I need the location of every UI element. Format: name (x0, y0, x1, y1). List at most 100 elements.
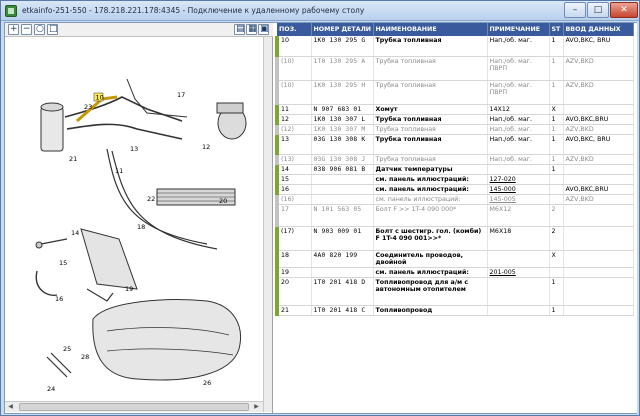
cell-position-text: 10 (281, 37, 290, 44)
minimize-button[interactable]: – (564, 2, 586, 18)
cell-note-text: Нап./об. маг. (489, 37, 533, 44)
cell-description-text: Трубка топливная (375, 37, 442, 44)
column-header-st[interactable]: ST (549, 23, 564, 36)
cell-description-text: Болт с шестигр. гол. (комби) F 1T-4 090 … (375, 227, 482, 242)
callout-26[interactable]: 26 (203, 379, 211, 387)
cell-part-number: 1T0 130 295 A (311, 56, 374, 81)
horizontal-scroll-thumb[interactable] (19, 403, 249, 411)
callout-22[interactable]: 22 (147, 195, 155, 203)
callout-15[interactable]: 15 (59, 259, 67, 267)
callout-23[interactable]: 23 (84, 103, 92, 111)
copy-icon: ▦ (248, 24, 257, 34)
cell-note-text[interactable]: 145-000 (489, 185, 516, 193)
illustration-vertical-scrollbar[interactable] (263, 37, 272, 412)
column-header-part-number[interactable]: НОМЕР ДЕТАЛИ (311, 23, 374, 36)
cell-st-text: X (551, 251, 556, 259)
callout-17[interactable]: 17 (177, 91, 185, 99)
cell-st-text: X (551, 105, 556, 113)
callout-24[interactable]: 24 (47, 385, 55, 393)
callout-20[interactable]: 20 (219, 197, 227, 205)
column-header-description[interactable]: НАИМЕНОВАНИЕ (373, 23, 488, 36)
cell-position: (17) (275, 226, 312, 251)
client-area: + − ○ □ ▤ ▦ ▣ (4, 22, 637, 414)
table-header-row: ПОЗ. НОМЕР ДЕТАЛИ НАИМЕНОВАНИЕ ПРИМЕЧАНИ… (277, 23, 634, 36)
cell-part-number-text: 4A0 820 199 (313, 251, 358, 259)
cell-note: Нап./об. маг. (487, 154, 550, 165)
copy-button[interactable]: ▦ (246, 24, 257, 35)
callout-19[interactable]: 19 (125, 285, 133, 293)
cell-note: Нап./об. маг. (487, 36, 550, 57)
cell-st: 1 (549, 277, 564, 306)
maximize-button[interactable]: □ (587, 2, 609, 18)
cell-data-entry-text: AZV,BKD (565, 155, 594, 163)
callout-28[interactable]: 28 (81, 353, 89, 361)
callout-21[interactable]: 21 (69, 155, 77, 163)
cell-data-entry: AVO,BKC,BRU (563, 114, 634, 125)
callout-16[interactable]: 16 (55, 295, 63, 303)
column-header-data-entry[interactable]: ВВОД ДАННЫХ (563, 23, 634, 36)
scroll-left-icon[interactable]: ◀ (8, 403, 13, 410)
cell-note-text[interactable]: 201-005 (489, 268, 516, 276)
print-button[interactable]: ▤ (234, 24, 245, 35)
callout-13[interactable]: 13 (130, 145, 138, 153)
cell-note: Нап./об. маг. (487, 124, 550, 135)
zoom-fit-button[interactable]: ○ (34, 24, 45, 35)
fuel-system-diagram[interactable]: 10 23 17 13 11 12 20 21 22 18 14 15 16 1… (7, 39, 263, 399)
cell-position-text: (12) (281, 125, 294, 133)
zoom-out-button[interactable]: − (21, 24, 32, 35)
cell-part-number: 1T0 201 418 C (311, 305, 374, 316)
illustration-pane: + − ○ □ ▤ ▦ ▣ (5, 23, 273, 413)
zoom-reset-button[interactable]: □ (47, 24, 58, 35)
cell-description: Трубка топливная (373, 134, 488, 155)
illustration-horizontal-scrollbar[interactable]: ◀ ▶ (5, 401, 263, 412)
callout-18[interactable]: 18 (137, 223, 145, 231)
cell-st-text: 1 (551, 278, 556, 286)
cell-part-number: 038 906 081 B (311, 164, 374, 175)
cell-data-entry (563, 204, 634, 227)
cell-note-text[interactable]: 127-020 (489, 175, 516, 183)
cell-data-entry-text: AVO,BKC, BRU (565, 37, 611, 44)
callout-14[interactable]: 14 (71, 229, 79, 237)
callout-10[interactable]: 10 (96, 94, 104, 102)
column-header-note[interactable]: ПРИМЕЧАНИЕ (487, 23, 550, 36)
cell-description-text: Трубка топливная (375, 57, 436, 65)
cell-data-entry-text: AVO,BKC, BRU (565, 135, 611, 143)
callout-11[interactable]: 11 (115, 167, 123, 175)
cell-note-text[interactable]: 145-005 (489, 195, 516, 203)
zoom-out-icon: − (23, 24, 31, 34)
close-button[interactable]: ✕ (610, 2, 638, 18)
cell-data-entry: AZV,BKD (563, 80, 634, 105)
scroll-right-icon[interactable]: ▶ (254, 403, 259, 410)
cell-note-text: Нап./об. маг. ПВРП (489, 81, 533, 96)
cell-note: Нап./об. маг. (487, 114, 550, 125)
title-bar[interactable]: etkainfo-251-550 - 178.218.221.178:4345 … (1, 1, 639, 21)
callout-12[interactable]: 12 (202, 143, 210, 151)
cell-note: 127-020 (487, 174, 550, 185)
cell-part-number-text: 1K0 130 307 L (313, 115, 366, 123)
callout-25[interactable]: 25 (63, 345, 71, 353)
cell-note-text: Нап./об. маг. (489, 135, 533, 143)
cell-st (549, 194, 564, 205)
zoom-in-button[interactable]: + (8, 24, 19, 35)
column-header-position[interactable]: ПОЗ. (277, 23, 312, 36)
cell-data-entry: AZV,BKD (563, 56, 634, 81)
export-button[interactable]: ▣ (258, 24, 269, 35)
